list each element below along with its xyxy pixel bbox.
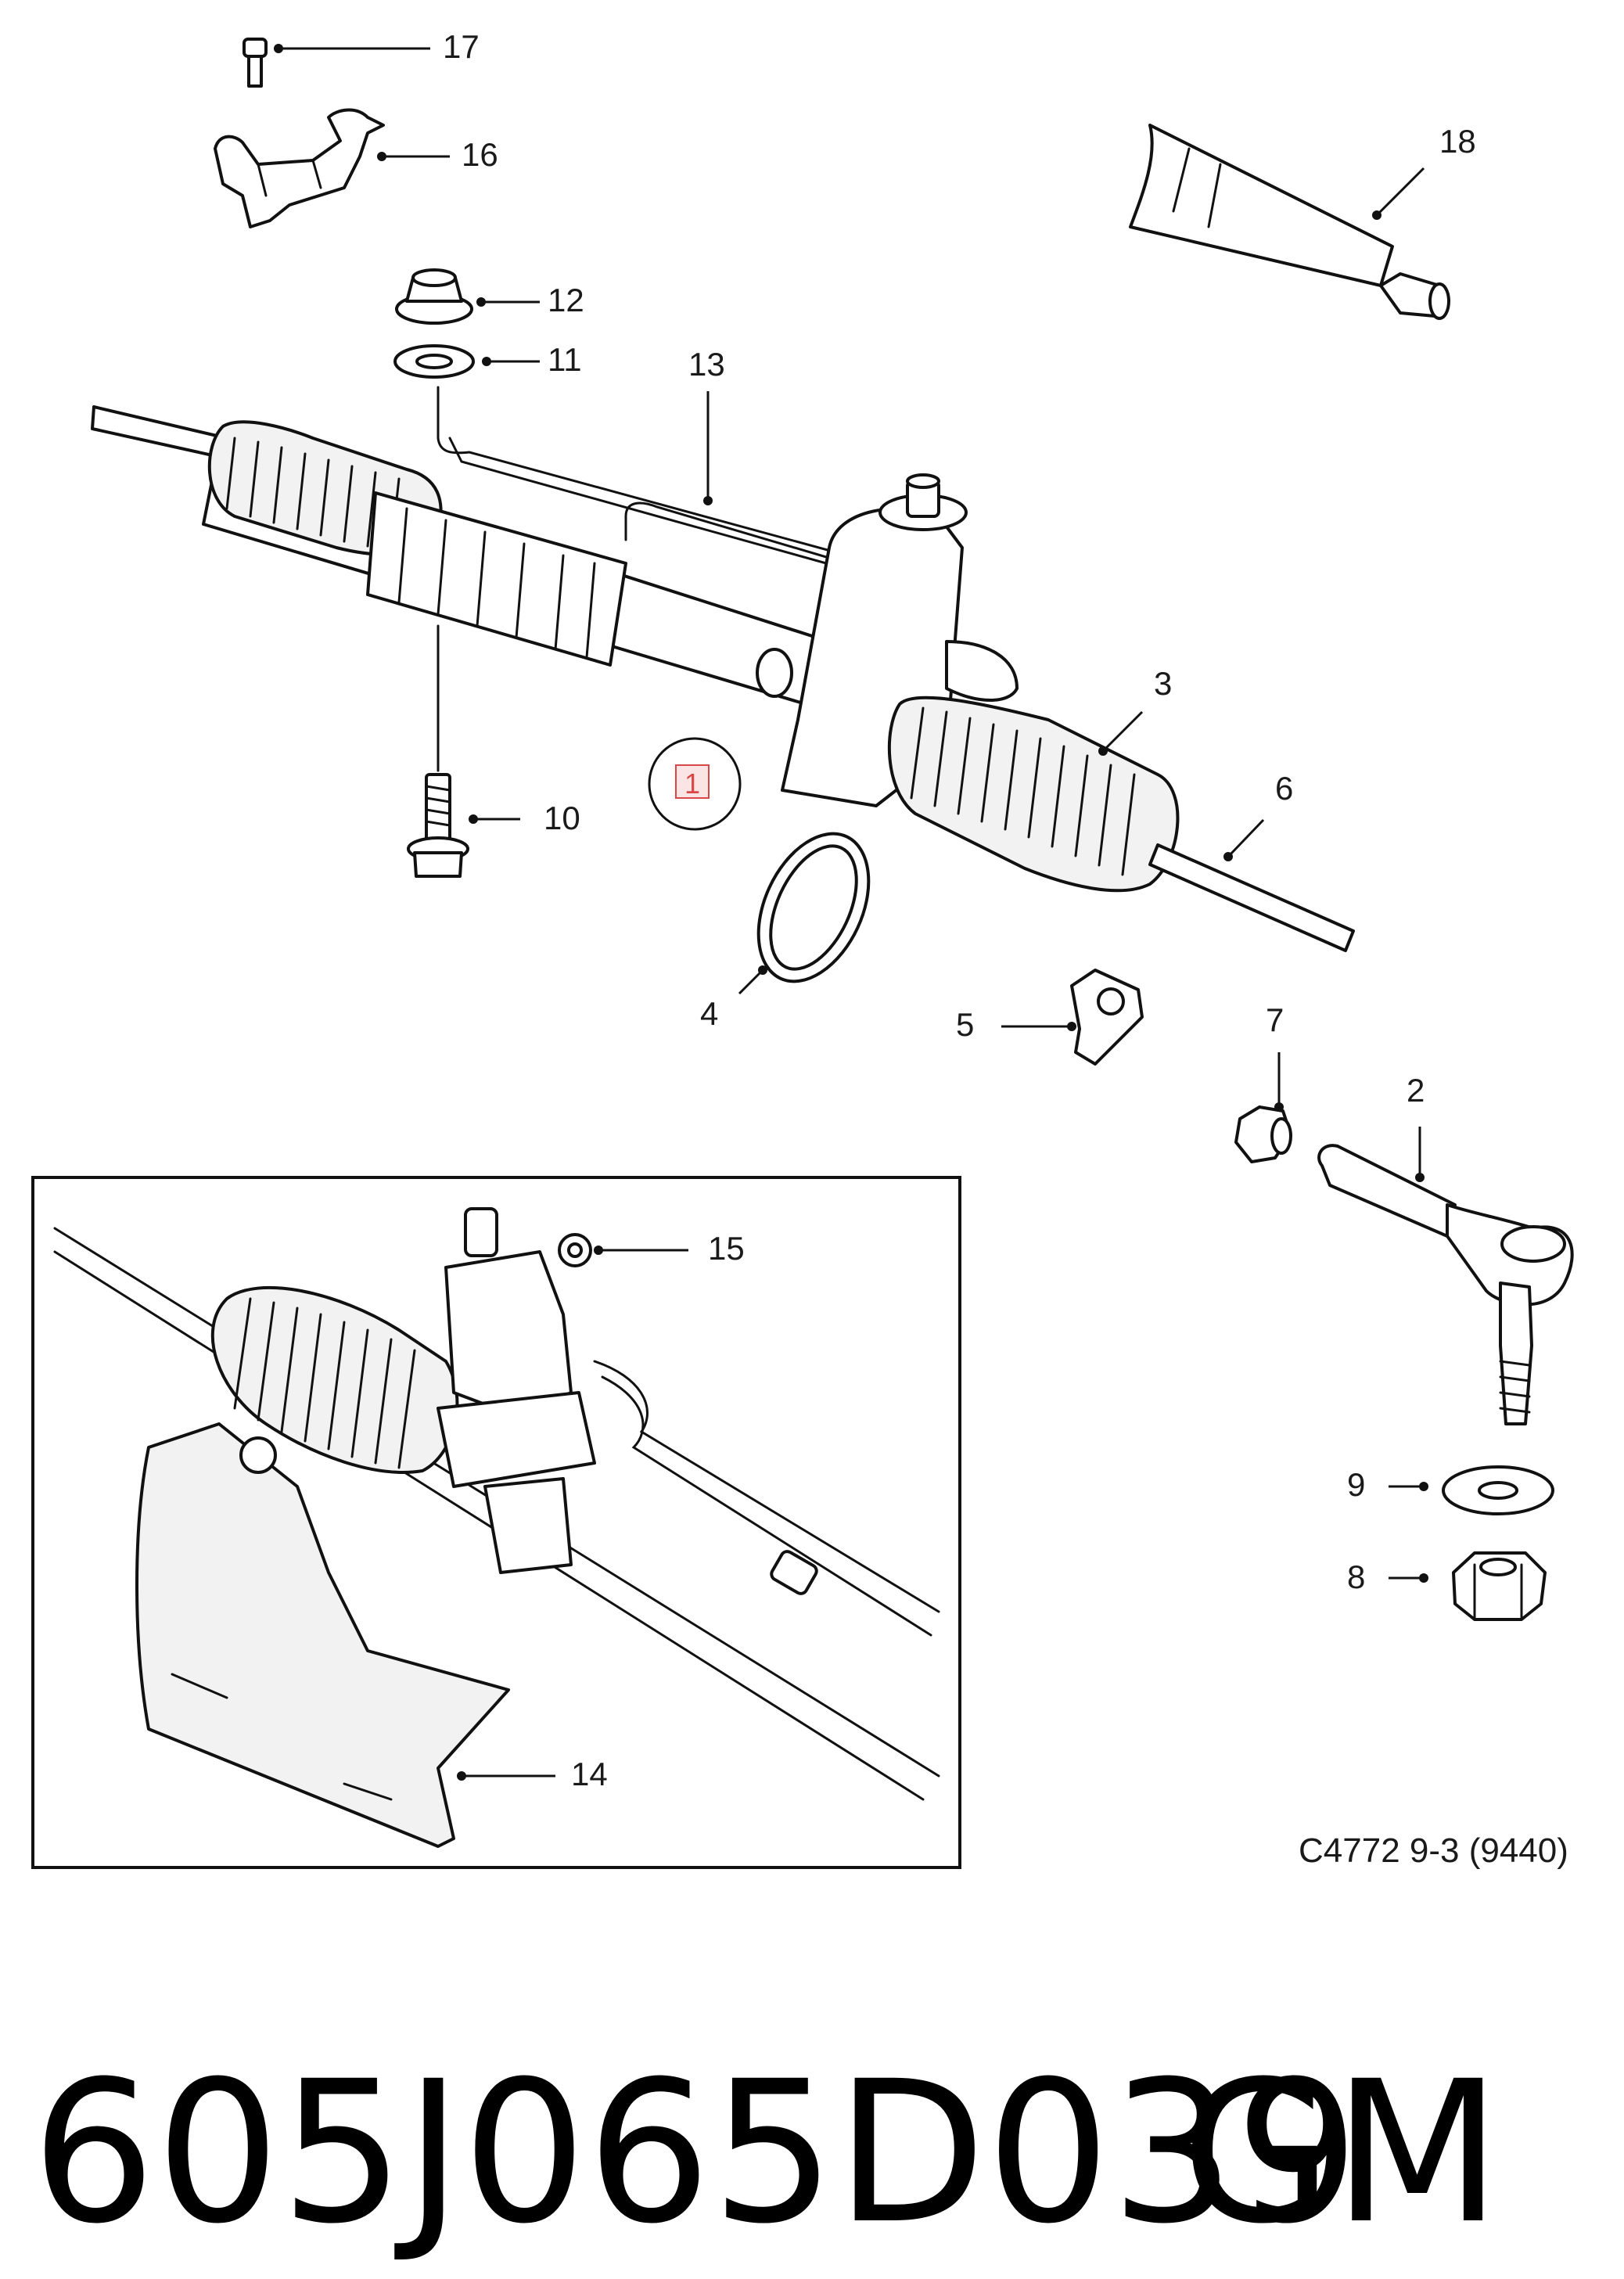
callout-10: 10 xyxy=(544,800,580,836)
part-13-pipe xyxy=(437,386,878,577)
callout-2: 2 xyxy=(1407,1072,1425,1109)
callout-16: 16 xyxy=(462,136,498,173)
part-5-clip xyxy=(1070,969,1144,1066)
part-12-nut xyxy=(395,268,473,325)
callout-15: 15 xyxy=(708,1230,745,1267)
highlight-box xyxy=(675,764,710,799)
inset-detail xyxy=(31,1176,961,1869)
callout-8: 8 xyxy=(1347,1558,1365,1595)
callout-12: 12 xyxy=(548,282,584,318)
part-15-nut xyxy=(558,1233,592,1267)
callout-6: 6 xyxy=(1275,770,1293,807)
callout-17: 17 xyxy=(443,28,480,65)
part-number: 605J065D039 xyxy=(31,2039,1360,2266)
part-8-nut xyxy=(1452,1551,1547,1621)
part-1-steering-rack xyxy=(91,405,1355,952)
brand-label: GM xyxy=(1181,2039,1501,2266)
callout-3: 3 xyxy=(1154,665,1172,702)
callout-14: 14 xyxy=(571,1756,608,1792)
part-10-bolt xyxy=(407,624,469,878)
part-2-tie-rod-end xyxy=(1317,1144,1574,1425)
callout-13: 13 xyxy=(688,346,725,383)
callout-7: 7 xyxy=(1266,1001,1284,1038)
diagram-code: C4772 9-3 (9440) xyxy=(1299,1831,1568,1870)
part-4-ring xyxy=(756,832,871,983)
callout-11: 11 xyxy=(548,341,582,378)
part-9-washer xyxy=(1442,1465,1554,1515)
part-7-nut xyxy=(1234,1105,1292,1163)
callout-18: 18 xyxy=(1439,123,1476,160)
part-11-washer xyxy=(393,344,475,379)
callout-1: 1 xyxy=(684,767,700,800)
part-17-screw xyxy=(243,38,268,88)
callout-5: 5 xyxy=(956,1006,974,1043)
highlight-circle xyxy=(648,737,742,831)
part-18-grease-tube xyxy=(1129,124,1450,320)
callout-4: 4 xyxy=(700,995,718,1032)
part-16-bracket xyxy=(214,108,385,228)
callout-9: 9 xyxy=(1347,1466,1365,1503)
